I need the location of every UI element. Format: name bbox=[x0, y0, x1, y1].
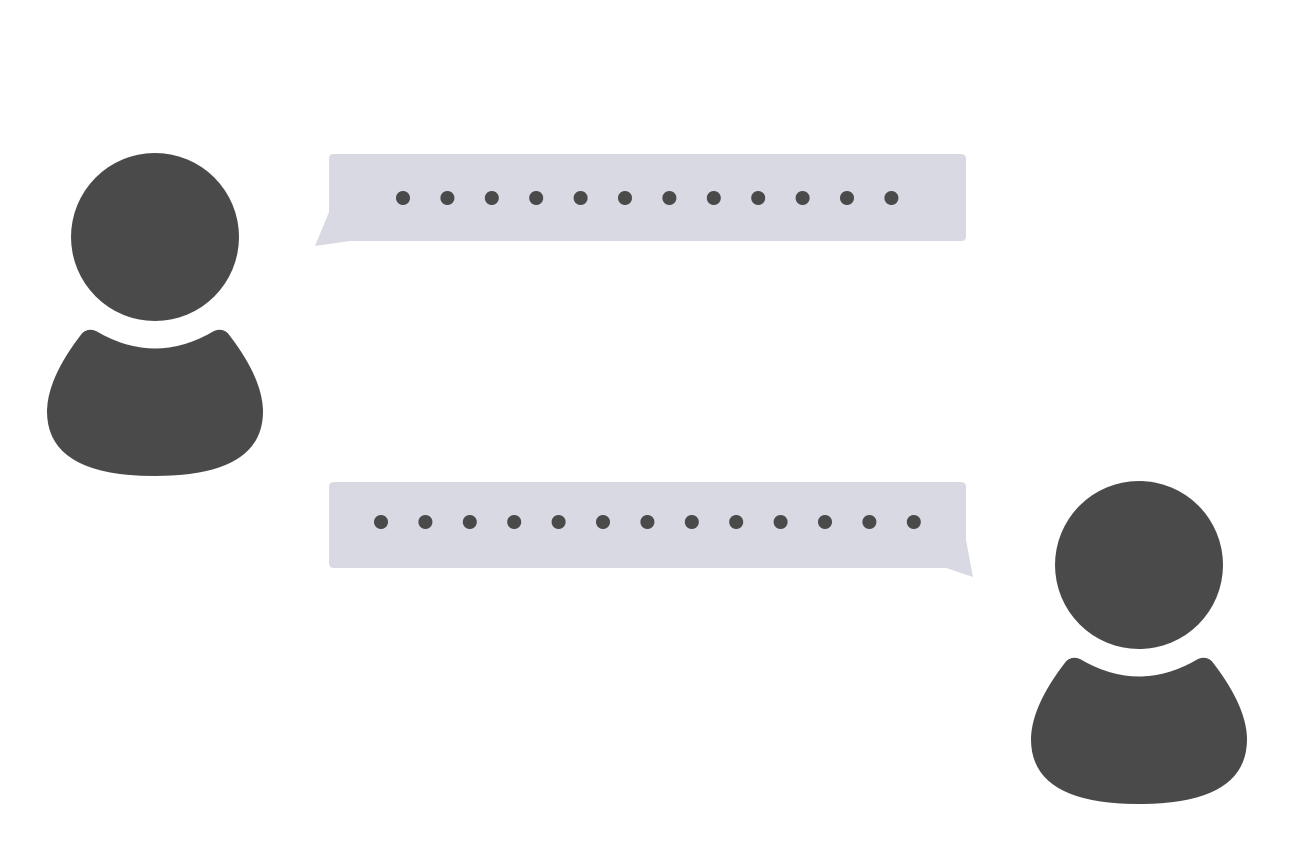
bubble-shape bbox=[315, 154, 966, 246]
typing-dot bbox=[374, 515, 388, 529]
speech-bubble-right bbox=[329, 482, 973, 577]
typing-dots bbox=[396, 191, 899, 205]
typing-dot bbox=[396, 191, 410, 205]
typing-dot bbox=[818, 515, 832, 529]
typing-dot bbox=[618, 191, 632, 205]
typing-dot bbox=[507, 515, 522, 529]
person-head bbox=[71, 153, 239, 321]
typing-dot bbox=[773, 515, 788, 529]
typing-dot bbox=[484, 191, 499, 205]
typing-dot bbox=[751, 191, 766, 205]
speech-bubble-left bbox=[315, 154, 966, 246]
person-body bbox=[46, 329, 264, 476]
typing-dot bbox=[840, 191, 854, 205]
typing-dot bbox=[529, 191, 544, 205]
typing-dot bbox=[729, 515, 744, 529]
typing-dot bbox=[795, 191, 810, 205]
typing-dot bbox=[662, 191, 677, 205]
typing-dot bbox=[706, 191, 721, 205]
bubble-shape bbox=[329, 482, 973, 577]
person-icon-left bbox=[46, 153, 264, 476]
typing-dot bbox=[573, 191, 588, 205]
typing-dot bbox=[862, 515, 877, 529]
typing-dot bbox=[551, 515, 566, 529]
typing-dots bbox=[374, 515, 921, 529]
typing-dot bbox=[596, 515, 610, 529]
typing-dot bbox=[884, 191, 899, 205]
typing-dot bbox=[640, 515, 655, 529]
person-icon-right bbox=[1030, 481, 1248, 804]
typing-dot bbox=[906, 515, 921, 529]
typing-dot bbox=[418, 515, 433, 529]
typing-dot bbox=[684, 515, 699, 529]
person-head bbox=[1055, 481, 1223, 649]
typing-dot bbox=[462, 515, 477, 529]
person-body bbox=[1030, 657, 1248, 804]
typing-dot bbox=[440, 191, 455, 205]
